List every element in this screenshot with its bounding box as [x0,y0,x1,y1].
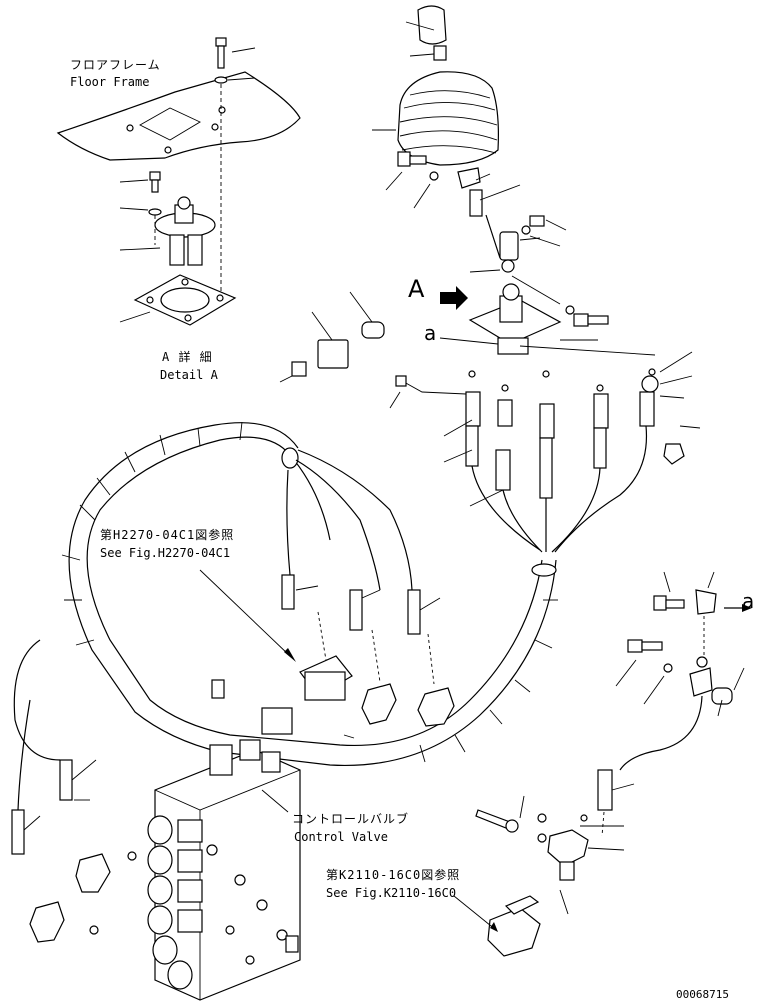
view-a-marker: A [408,275,425,303]
fig-k2110-label-en: See Fig.K2110-16C0 [326,886,457,900]
right-side-parts [453,571,752,957]
connector-parts [279,291,385,383]
ref-a-left-marker: a [424,321,437,345]
control-valve-label-en: Control Valve [294,830,388,844]
floor-frame-label-jp: フロアフレーム [70,58,161,72]
lever-assembly [372,5,656,356]
ref-a-right-marker: a [742,589,755,613]
pilot-hoses [389,351,701,553]
floor-frame-label-en: Floor Frame [70,75,150,89]
fig-h2270-label-jp: 第H2270-04C1図参照 [100,528,235,542]
fig-k2110-label-jp: 第K2110-16C0図参照 [326,868,461,882]
detail-a-label-jp: A 詳 細 [162,350,213,364]
detail-a-label-en: Detail A [160,368,218,382]
control-valve-label-jp: コントロールバルブ [292,812,410,826]
control-valve [147,739,301,1001]
floor-frame-detail [56,37,301,326]
hose-harness [11,421,558,943]
drawing-number: 00068715 [676,988,729,1001]
fig-h2270-label-en: See Fig.H2270-04C1 [100,546,231,560]
